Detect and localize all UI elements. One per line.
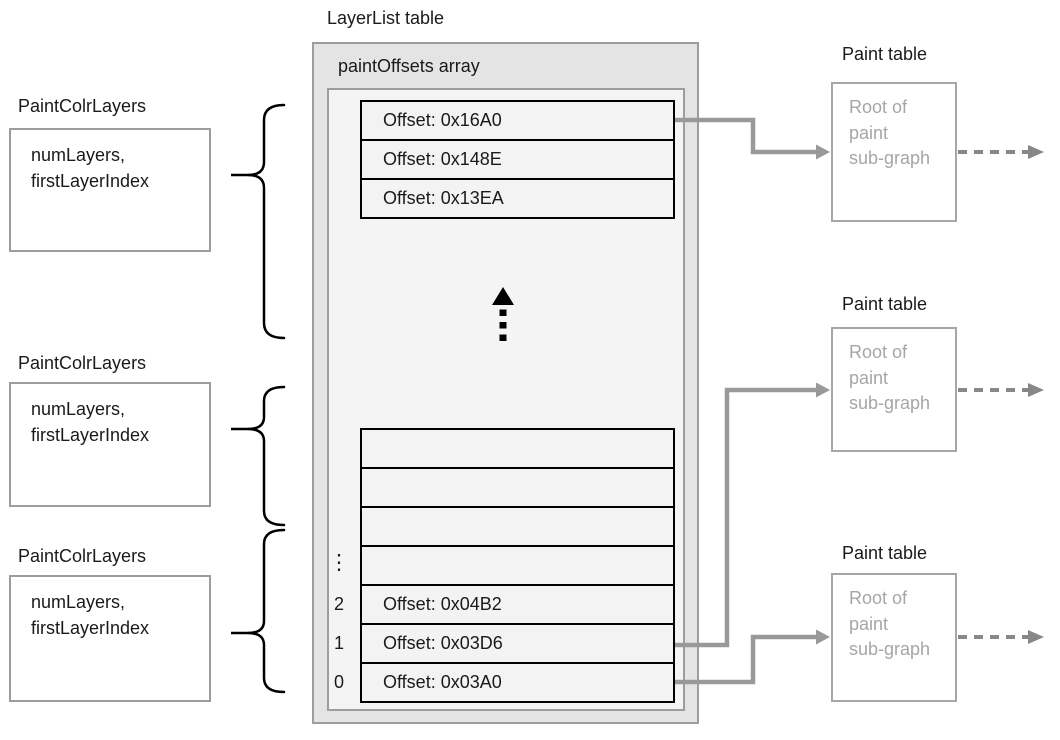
connector-arrowhead-icon (816, 629, 830, 645)
offset-row-label: Offset: 0x148E (383, 149, 502, 169)
paint-table-box: Root of paint sub-graph (831, 82, 957, 222)
curly-brace-icon (247, 528, 286, 694)
paint-table-body: Root of paint sub-graph (849, 342, 931, 413)
dashed-arrowhead-icon (1028, 145, 1044, 159)
offset-row-label: Offset: 0x03D6 (383, 633, 503, 653)
offset-row: Offset: 0x148E (360, 139, 675, 180)
dashed-arrowhead-icon (1028, 383, 1044, 397)
offset-row: Offset: 0x16A0 (360, 100, 675, 141)
vertical-ellipsis: ⋮ (328, 551, 350, 574)
paintcolrlayers-title: PaintColrLayers (18, 96, 147, 116)
paintcolrlayers-fields: numLayers, firstLayerIndex (31, 399, 150, 445)
paint-table-body: Root of paint sub-graph (849, 97, 931, 168)
paintcolrlayers-box: numLayers, firstLayerIndex (9, 575, 211, 702)
paint-table-title: Paint table (842, 543, 928, 563)
empty-row (360, 428, 675, 469)
dashed-arrowhead-icon (1028, 630, 1044, 644)
paint-table-box: Root of paint sub-graph (831, 573, 957, 702)
connector-arrowhead-icon (816, 382, 830, 398)
offset-row: Offset: 0x03D6 (360, 623, 675, 664)
empty-row (360, 545, 675, 586)
offset-row: Offset: 0x13EA (360, 178, 675, 219)
offset-row: Offset: 0x04B2 (360, 584, 675, 625)
offset-row: Offset: 0x03A0 (360, 662, 675, 703)
paint-table-box: Root of paint sub-graph (831, 327, 957, 452)
paint-table-body: Root of paint sub-graph (849, 588, 931, 659)
row-index-label: 2 (333, 594, 344, 614)
curly-brace-icon (247, 385, 286, 527)
empty-row (360, 467, 675, 508)
paint-table-title: Paint table (842, 44, 928, 64)
paint-table-title: Paint table (842, 294, 928, 314)
paintcolrlayers-fields: numLayers, firstLayerIndex (31, 145, 150, 191)
paintcolrlayers-box: numLayers, firstLayerIndex (9, 382, 211, 507)
paintcolrlayers-title: PaintColrLayers (18, 353, 147, 373)
paintcolrlayers-title: PaintColrLayers (18, 546, 147, 566)
connector-arrowhead-icon (816, 144, 830, 160)
paintcolrlayers-fields: numLayers, firstLayerIndex (31, 592, 150, 638)
paintcolrlayers-box: numLayers, firstLayerIndex (9, 128, 211, 252)
offset-row-label: Offset: 0x13EA (383, 188, 504, 208)
row-index-label: 0 (333, 672, 344, 692)
offset-row-label: Offset: 0x16A0 (383, 110, 502, 130)
row-index-label: 1 (333, 633, 344, 653)
empty-row (360, 506, 675, 547)
paintoffsets-label: paintOffsets array (338, 56, 480, 76)
layerlist-title: LayerList table (327, 8, 445, 28)
offset-row-label: Offset: 0x04B2 (383, 594, 502, 614)
curly-brace-icon (247, 103, 286, 340)
offset-row-label: Offset: 0x03A0 (383, 672, 502, 692)
